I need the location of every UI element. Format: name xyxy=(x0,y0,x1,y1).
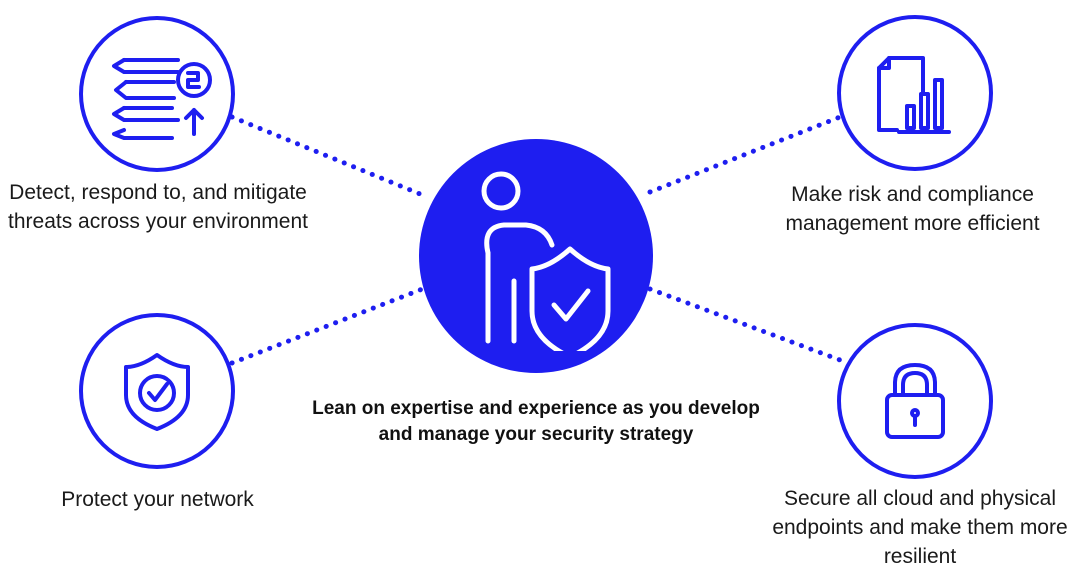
document-chart-icon xyxy=(877,56,951,134)
person-with-shield-icon xyxy=(481,171,611,351)
connector-top-right xyxy=(647,114,843,195)
padlock-icon xyxy=(885,363,945,439)
shield-check-icon xyxy=(124,353,190,431)
connector-top-left xyxy=(229,114,428,199)
label-secure-endpoints: Secure all cloud and physical endpoints … xyxy=(772,487,1068,568)
connector-bottom-right xyxy=(647,286,843,363)
center-circle xyxy=(419,139,653,373)
connector-bottom-left xyxy=(229,285,428,366)
label-risk-compliance: Make risk and compliance management more… xyxy=(785,183,1040,235)
node-detect-threats xyxy=(79,16,235,172)
node-protect-network xyxy=(79,313,235,469)
label-detect-threats: Detect, respond to, and mitigate threats… xyxy=(8,181,308,233)
center-caption: Lean on expertise and experience as you … xyxy=(312,398,760,445)
label-protect-network: Protect your network xyxy=(61,488,254,511)
node-secure-endpoints xyxy=(837,323,993,479)
node-risk-compliance xyxy=(837,15,993,171)
layered-threats-icon xyxy=(112,58,212,140)
